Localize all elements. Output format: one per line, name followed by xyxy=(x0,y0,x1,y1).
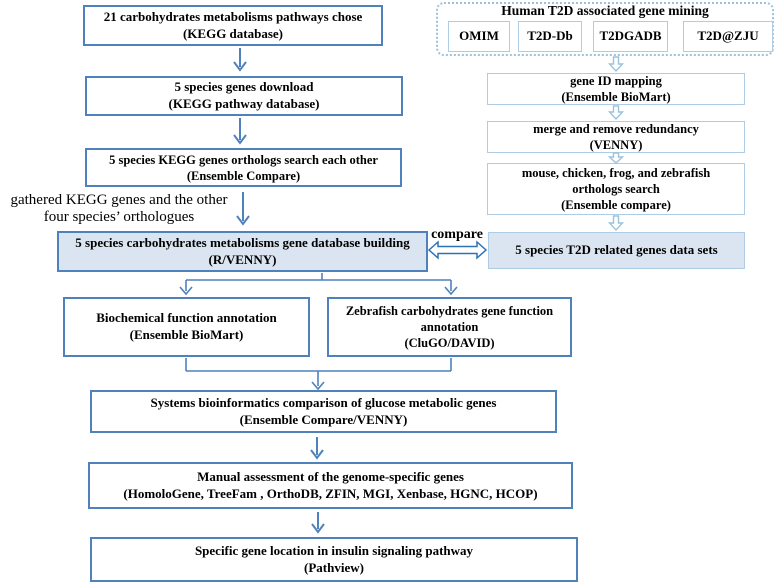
box-kegg-pathways-line1: 21 carbohydrates metabolisms pathways ch… xyxy=(103,8,363,24)
box-systems-comparison-line2: (Ensemble Compare/VENNY) xyxy=(239,411,408,427)
box-gene-location-line1: Specific gene location in insulin signal… xyxy=(194,542,474,558)
box-right-orthologs-search-line3: (Ensemble compare) xyxy=(561,198,671,212)
box-merge-redundancy-line2: (VENNY) xyxy=(589,138,643,152)
arrow-down-systems-to-manual-icon xyxy=(310,437,324,460)
box-gene-location: Specific gene location in insulin signal… xyxy=(90,537,578,582)
box-biochemical-annotation: Biochemical function annotation (Ensembl… xyxy=(63,297,310,357)
box-right-orthologs-search: mouse, chicken, frog, and zebrafish orth… xyxy=(487,163,745,215)
box-db-t2d-zju-label: T2D@ZJU xyxy=(697,28,759,44)
hollow-arrow-merge-to-orthologs-icon xyxy=(607,152,625,164)
box-merge-redundancy: merge and remove redundancy (VENNY) xyxy=(487,121,745,153)
box-systems-comparison: Systems bioinformatics comparison of glu… xyxy=(90,390,557,433)
box-gene-id-mapping: gene ID mapping (Ensemble BioMart) xyxy=(487,73,745,105)
box-db-t2d-zju: T2D@ZJU xyxy=(683,21,773,52)
box-t2d-datasets: 5 species T2D related genes data sets xyxy=(488,232,745,269)
gathered-note: gathered KEGG genes and the other four s… xyxy=(0,192,238,227)
box-gene-db-building: 5 species carbohydrates metabolisms gene… xyxy=(57,231,428,272)
box-db-omim: OMIM xyxy=(448,21,510,52)
arrow-down-download-to-orthologs-icon xyxy=(233,118,247,145)
connector-split-annotation-icon xyxy=(179,273,458,296)
gathered-note-line2: four species’ orthologues xyxy=(43,209,195,226)
t2d-mining-title: Human T2D associated gene mining xyxy=(501,3,709,18)
arrow-down-orthologs-to-database-icon xyxy=(236,192,250,226)
box-manual-assessment-line2: (HomoloGene, TreeFam , OrthoDB, ZFIN, MG… xyxy=(123,485,538,501)
box-zebrafish-annotation-line1: Zebrafish carbohydrates gene function xyxy=(345,304,554,318)
hollow-arrow-mapping-to-merge-icon xyxy=(607,105,625,121)
box-genes-download-line2: (KEGG pathway database) xyxy=(168,96,320,111)
box-db-t2dgadb: T2DGADB xyxy=(593,21,668,52)
box-gene-db-building-line1: 5 species carbohydrates metabolisms gene… xyxy=(75,234,410,250)
box-zebrafish-annotation-line3: (CluGO/DAVID) xyxy=(404,336,495,350)
box-orthologs-search-line2: (Ensemble Compare) xyxy=(186,168,301,183)
box-db-t2dgadb-label: T2DGADB xyxy=(599,28,662,44)
box-biochemical-annotation-line1: Biochemical function annotation xyxy=(96,310,277,326)
box-db-t2d-db-label: T2D-Db xyxy=(527,28,573,44)
box-right-orthologs-search-line1: mouse, chicken, frog, and zebrafish xyxy=(521,166,711,180)
box-zebrafish-annotation-line2: annotation xyxy=(420,320,479,334)
hollow-arrow-orthologs-to-datasets-icon xyxy=(607,215,625,232)
box-manual-assessment-line1: Manual assessment of the genome-specific… xyxy=(197,468,464,484)
box-genes-download: 5 species genes download (KEGG pathway d… xyxy=(85,76,403,116)
box-gene-id-mapping-line2: (Ensemble BioMart) xyxy=(561,90,671,104)
box-merge-redundancy-line1: merge and remove redundancy xyxy=(533,122,699,136)
box-genes-download-line1: 5 species genes download xyxy=(174,79,314,95)
box-manual-assessment: Manual assessment of the genome-specific… xyxy=(88,462,573,509)
box-db-omim-label: OMIM xyxy=(459,28,499,44)
box-gene-id-mapping-line1: gene ID mapping xyxy=(570,74,662,88)
box-zebrafish-annotation: Zebrafish carbohydrates gene function an… xyxy=(327,297,572,357)
box-orthologs-search-line1: 5 species KEGG genes orthologs search ea… xyxy=(109,152,378,167)
box-kegg-pathways: 21 carbohydrates metabolisms pathways ch… xyxy=(83,5,383,46)
compare-double-arrow-icon xyxy=(427,240,488,260)
arrow-down-manual-to-location-icon xyxy=(311,512,325,534)
box-gene-location-line2: (Pathview) xyxy=(304,559,364,575)
box-kegg-pathways-line2: (KEGG database) xyxy=(182,25,284,41)
box-biochemical-annotation-line2: (Ensemble BioMart) xyxy=(129,327,244,342)
box-systems-comparison-line1: Systems bioinformatics comparison of glu… xyxy=(150,394,497,410)
hollow-arrow-mining-to-mapping-icon xyxy=(607,56,625,73)
gathered-note-line1: gathered KEGG genes and the other xyxy=(10,192,228,208)
compare-label: compare xyxy=(431,227,483,242)
box-t2d-datasets-line1: 5 species T2D related genes data sets xyxy=(515,242,718,258)
box-right-orthologs-search-line2: orthologs search xyxy=(572,182,660,196)
arrow-down-kegg-to-download-icon xyxy=(233,48,247,72)
box-gene-db-building-line2: (R/VENNY) xyxy=(208,251,277,267)
box-orthologs-search: 5 species KEGG genes orthologs search ea… xyxy=(85,148,402,187)
box-db-t2d-db: T2D-Db xyxy=(518,21,582,52)
connector-merge-annotation-icon xyxy=(185,358,452,391)
